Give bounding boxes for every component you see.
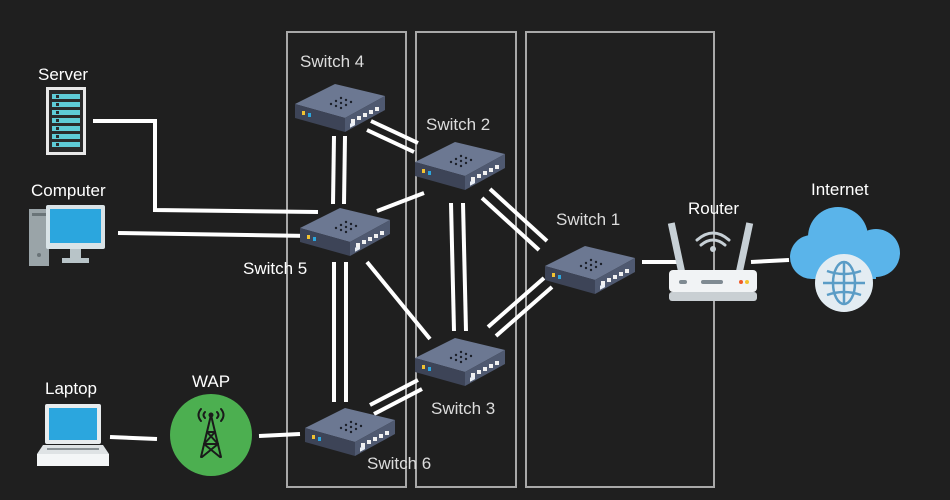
switch4-label: Switch 4 (300, 52, 364, 71)
link-switch6-switch3-b (373, 387, 423, 416)
switch6-label: Switch 6 (367, 454, 431, 473)
server-rack-icon[interactable] (46, 87, 86, 155)
link-switch3-switch1-a (494, 285, 554, 338)
link-switch2-switch3-b (461, 202, 468, 332)
network-switch-icon[interactable] (305, 408, 395, 456)
zone-core (525, 31, 715, 488)
wifi-router-icon[interactable] (667, 222, 757, 301)
laptop-label: Laptop (45, 379, 97, 398)
link-computer-switch5 (117, 231, 313, 238)
link-switch2-switch3-a (449, 202, 456, 332)
network-switch-icon[interactable] (295, 84, 385, 132)
server-label: Server (38, 65, 88, 84)
internet-label: Internet (811, 180, 869, 199)
link-router-internet (750, 258, 790, 264)
link-wap-switch6 (258, 432, 301, 438)
network-switch-icon[interactable] (415, 338, 505, 386)
cloud-globe-icon[interactable] (790, 207, 900, 312)
wireless-access-point-icon[interactable] (170, 394, 252, 476)
router-label: Router (688, 199, 739, 218)
link-switch5-switch2 (376, 191, 425, 213)
switch1-label: Switch 1 (556, 210, 620, 229)
laptop-icon[interactable] (37, 404, 109, 466)
computer-label: Computer (31, 181, 106, 200)
links (93, 119, 790, 441)
switch5-label: Switch 5 (243, 259, 307, 278)
link-switch2-switch1-b (480, 196, 541, 252)
link-switch4-switch2-b (366, 128, 415, 154)
link-switch4-switch5-b (342, 135, 347, 205)
link-laptop-wap (109, 435, 158, 441)
network-switch-icon[interactable] (300, 208, 390, 256)
zone-access (286, 31, 407, 488)
network-switch-icon[interactable] (415, 142, 505, 190)
link-switch4-switch5-a (331, 135, 336, 205)
network-switch-icon[interactable] (545, 246, 635, 294)
switch3-label: Switch 3 (431, 399, 495, 418)
link-switch5-switch3 (365, 260, 432, 341)
link-server-switch5 (93, 119, 319, 214)
wap-label: WAP (192, 372, 230, 391)
zone-distribution (415, 31, 517, 488)
link-switch3-switch1-b (486, 276, 546, 329)
link-switch6-switch3-a (369, 378, 419, 407)
link-switch2-switch1-a (488, 187, 549, 243)
desktop-computer-icon[interactable] (29, 205, 105, 266)
link-switch4-switch2-a (370, 119, 419, 145)
switch2-label: Switch 2 (426, 115, 490, 134)
